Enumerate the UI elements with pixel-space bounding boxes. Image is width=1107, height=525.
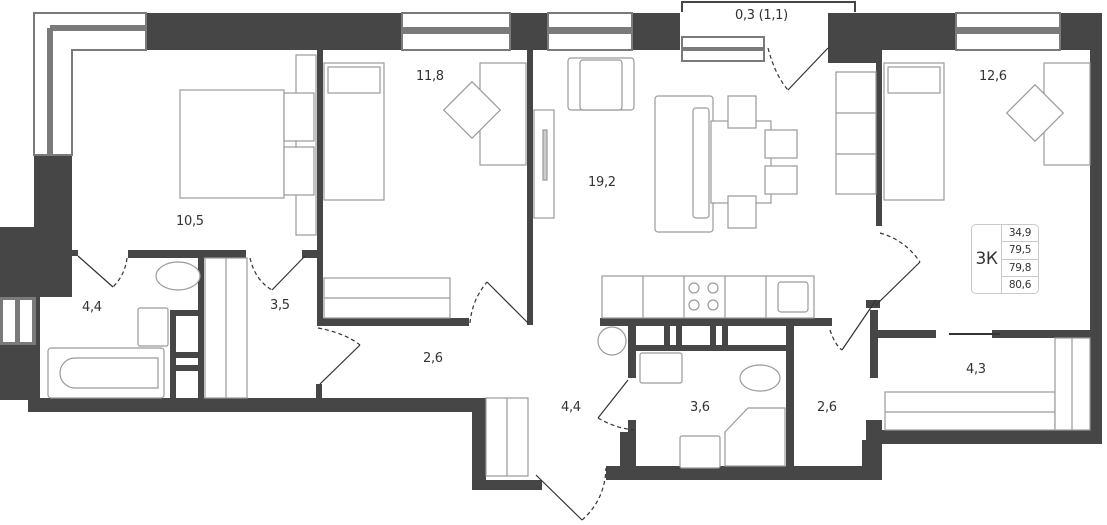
room-label-corridor-right: 2,6 bbox=[817, 400, 837, 415]
total-area-coeff: 79,8 bbox=[1002, 260, 1038, 277]
apartment-summary-badge: 3К 34,9 79,5 79,8 80,6 bbox=[971, 224, 1039, 294]
room-label-toilet-shower: 3,6 bbox=[690, 400, 710, 415]
windows bbox=[0, 12, 1061, 345]
furniture bbox=[47, 54, 1091, 477]
room-label-bedroom-master: 10,5 bbox=[176, 214, 204, 229]
area-values: 34,9 79,5 79,8 80,6 bbox=[1002, 225, 1038, 293]
living-area: 34,9 bbox=[1002, 225, 1038, 243]
room-label-wardrobe-right: 4,3 bbox=[966, 362, 986, 377]
room-label-bedroom-3: 12,6 bbox=[979, 69, 1007, 84]
total-area-with-balcony: 80,6 bbox=[1008, 278, 1032, 291]
room-label-hallway: 4,4 bbox=[561, 400, 581, 415]
doors bbox=[77, 47, 1000, 521]
balcony-outline bbox=[681, 1, 856, 12]
balcony-area-label: 0,3 (1,1) bbox=[735, 8, 788, 23]
room-label-living-room: 19,2 bbox=[588, 175, 616, 190]
room-label-wardrobe-left: 3,5 bbox=[270, 298, 290, 313]
room-label-bathroom: 4,4 bbox=[82, 300, 102, 315]
walls bbox=[0, 13, 1102, 490]
room-label-corridor: 2,6 bbox=[423, 351, 443, 366]
apartment-type: 3К bbox=[972, 225, 1002, 293]
total-area: 79,5 bbox=[1002, 242, 1038, 260]
room-label-bedroom-2: 11,8 bbox=[416, 69, 444, 84]
